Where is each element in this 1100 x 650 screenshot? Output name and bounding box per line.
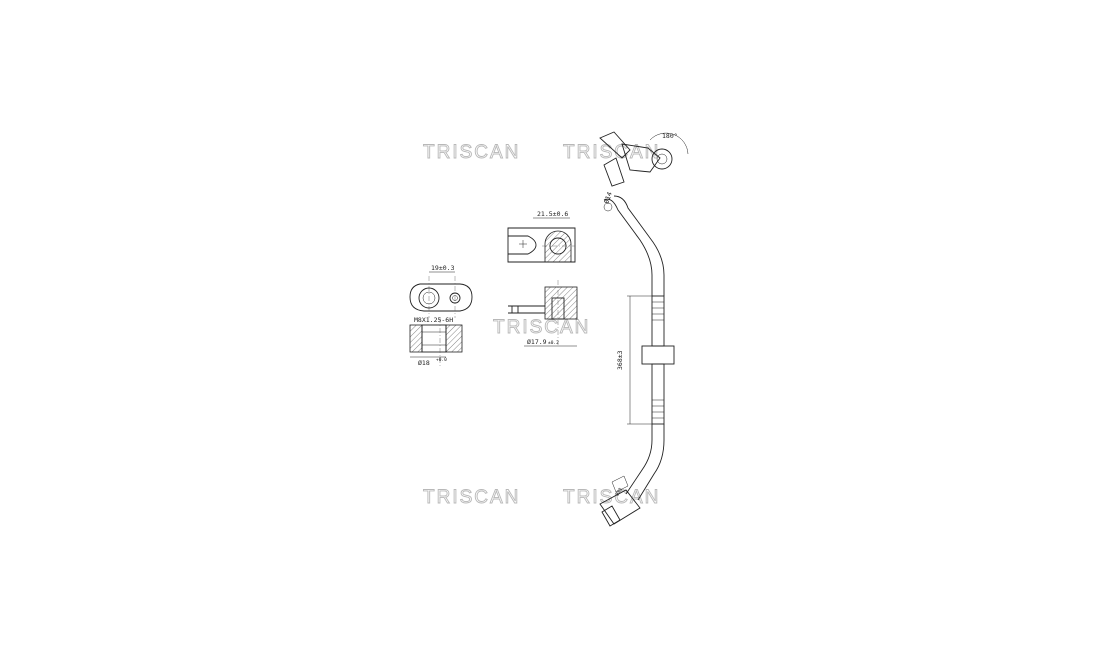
- dim-diameter-17: Ø17.9: [527, 338, 547, 346]
- dim-top-small: Ø14: [602, 191, 614, 205]
- watermark-top-left: TRISCAN: [423, 142, 520, 163]
- dim-width-21: 21.5±0.6: [537, 210, 568, 218]
- watermark-center: TRISCAN: [493, 317, 590, 338]
- fitting-detail-middle: 21.5±0.6 Ø17.9 ±0.2: [507, 210, 578, 347]
- dim-width-19: 19±0.3: [431, 264, 455, 272]
- watermark-top-right: TRISCAN: [563, 142, 660, 163]
- fitting-detail-left: 19±0.3 M8X1.25-6H Ø18 +0.0: [409, 264, 473, 368]
- watermark-bottom-right: TRISCAN: [563, 487, 660, 508]
- watermark-bottom-left: TRISCAN: [423, 487, 520, 508]
- dim-diameter-18: Ø18: [418, 359, 430, 367]
- dim-lower-label: Ø13: [614, 486, 624, 497]
- dim-thread: M8X1.25-6H: [414, 316, 453, 324]
- pipe-assembly: 180° Ø14 368±3 Ø13: [599, 131, 689, 527]
- dim-diameter-18-tol: +0.0: [436, 357, 447, 363]
- dim-diameter-17-tol: ±0.2: [548, 340, 559, 346]
- dim-length-main: 368±3: [616, 350, 624, 370]
- dim-angle: 180°: [662, 132, 678, 140]
